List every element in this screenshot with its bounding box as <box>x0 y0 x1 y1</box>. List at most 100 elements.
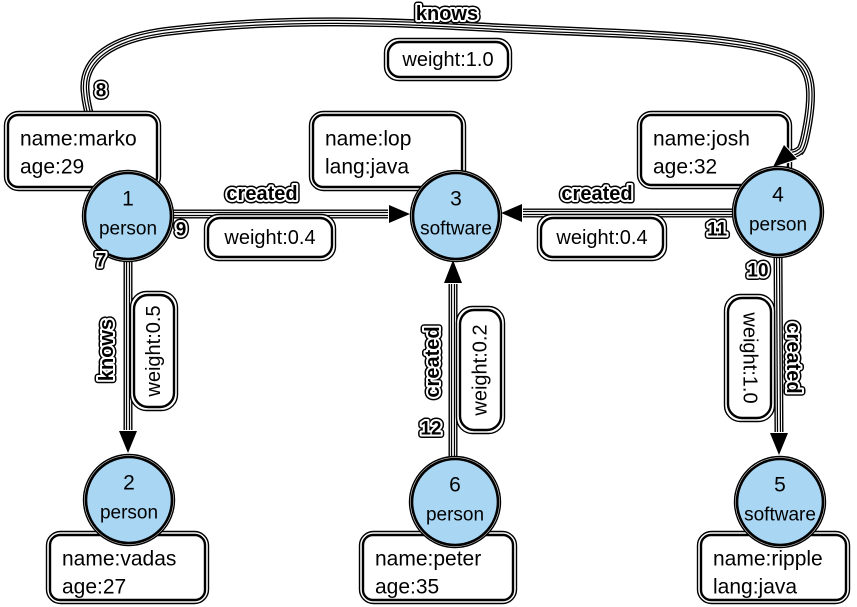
weight-edge-7: weight:0.5 <box>143 305 165 397</box>
weight-box-edge-9 <box>203 213 337 262</box>
prop-ripple-name: name:ripple <box>713 548 823 571</box>
prop-box-lop <box>308 110 467 192</box>
prop-box-ripple <box>696 530 851 605</box>
weight-box-edge-11 <box>536 213 668 262</box>
vertex-3-label: software <box>420 219 492 240</box>
svg-text:created: created <box>561 183 632 205</box>
svg-text:created: created <box>226 183 297 205</box>
vertex-5-id: 5 <box>774 474 786 497</box>
edge-labels: knows knows knows created created create… <box>93 0 808 401</box>
property-texts: name:marko age:29 name:lop lang:java nam… <box>20 128 823 599</box>
edge-11-label-created: created created created <box>558 180 636 209</box>
svg-text:knows: knows <box>416 3 478 25</box>
weight-texts: weight:1.0 weight:0.4 weight:0.4 weight:… <box>143 49 761 417</box>
weight-box-edge-7 <box>129 290 179 412</box>
svg-text:7: 7 <box>96 251 107 272</box>
vertex-4-label: person <box>749 215 807 236</box>
vertex-3-id: 3 <box>450 188 462 211</box>
svg-text:knows: knows <box>416 3 478 25</box>
svg-text:knows: knows <box>96 319 118 381</box>
vertices <box>81 165 827 549</box>
weight-box-edge-10 <box>723 293 776 423</box>
edge-10-created-line <box>778 255 779 435</box>
svg-text:created: created <box>782 322 804 393</box>
weight-edge-9: weight:0.4 <box>223 227 315 249</box>
vertex-2-label: person <box>100 503 158 524</box>
prop-lop-lang: lang:java <box>325 156 409 179</box>
vertex-6-label: person <box>426 505 484 526</box>
svg-text:knows: knows <box>96 319 118 381</box>
vertex-2 <box>82 453 176 547</box>
svg-text:created: created <box>226 183 297 205</box>
vertex-1 <box>81 169 175 263</box>
svg-text:10: 10 <box>747 261 768 282</box>
edge-id-9: 9 9 9 <box>172 216 190 244</box>
weight-boxes <box>129 37 776 435</box>
property-boxes <box>3 110 851 605</box>
prop-marko-age: age:29 <box>20 156 84 179</box>
svg-text:created: created <box>782 322 804 393</box>
svg-text:11: 11 <box>707 220 728 241</box>
svg-text:created: created <box>226 183 297 205</box>
svg-text:9: 9 <box>176 220 187 241</box>
svg-text:created: created <box>422 326 444 397</box>
edge-10-label-created: created created created <box>779 319 808 397</box>
edge-id-8: 8 8 8 <box>92 77 110 105</box>
svg-text:8: 8 <box>96 81 107 102</box>
vertex-6-id: 6 <box>449 474 461 497</box>
arrowhead-edge-12 <box>442 257 464 284</box>
edge-id-7: 7 7 7 <box>92 247 110 275</box>
vertex-3 <box>409 169 503 263</box>
edge-id-12: 12 12 12 <box>417 415 445 443</box>
edge-12-label-created: created created created <box>419 323 448 401</box>
arrowheads <box>117 143 800 458</box>
edge-7-label-knows: knows knows knows <box>93 315 122 384</box>
edge-8-label-knows: knows knows knows <box>412 0 481 29</box>
svg-text:12: 12 <box>420 419 441 440</box>
svg-text:created: created <box>422 326 444 397</box>
vertex-5-label: software <box>744 505 816 526</box>
vertex-2-id: 2 <box>123 472 135 495</box>
svg-text:knows: knows <box>416 3 478 25</box>
svg-text:11: 11 <box>707 220 728 241</box>
svg-text:10: 10 <box>747 261 768 282</box>
svg-text:7: 7 <box>96 251 107 272</box>
weight-box-edge-12 <box>455 305 506 435</box>
arrowhead-edge-9 <box>388 203 413 225</box>
vertex-6 <box>408 455 502 549</box>
svg-text:knows: knows <box>96 319 118 381</box>
prop-josh-name: name:josh <box>653 128 750 151</box>
svg-text:8: 8 <box>96 81 107 102</box>
edge-ids: 8 8 8 9 9 9 7 7 7 11 11 11 10 10 10 12 1… <box>92 77 772 443</box>
prop-box-vadas <box>45 530 210 605</box>
prop-vadas-name: name:vadas <box>62 548 176 571</box>
vertex-4-id: 4 <box>772 184 784 207</box>
prop-peter-age: age:35 <box>375 576 439 599</box>
prop-box-peter <box>358 530 518 605</box>
edge-9-label-created: created created created <box>223 180 301 209</box>
svg-text:10: 10 <box>747 261 768 282</box>
svg-text:8: 8 <box>96 81 107 102</box>
svg-text:11: 11 <box>707 220 728 241</box>
svg-text:12: 12 <box>420 419 441 440</box>
arrowhead-edge-8 <box>771 143 799 169</box>
svg-text:created: created <box>782 322 804 393</box>
arrowhead-edge-10 <box>768 432 790 458</box>
svg-text:created: created <box>422 326 444 397</box>
prop-lop-name: name:lop <box>325 128 411 151</box>
weight-edge-8: weight:1.0 <box>401 49 493 71</box>
svg-text:12: 12 <box>420 419 441 440</box>
svg-text:9: 9 <box>176 220 187 241</box>
weight-box-edge-8 <box>383 37 513 82</box>
weight-edge-10: weight:1.0 <box>739 311 761 403</box>
weight-edge-11: weight:0.4 <box>555 227 647 249</box>
prop-box-marko <box>3 110 162 192</box>
prop-ripple-lang: lang:java <box>713 576 797 599</box>
svg-text:9: 9 <box>176 220 187 241</box>
edge-id-11: 11 11 11 <box>703 216 731 244</box>
arrowhead-edge-11 <box>498 202 523 224</box>
svg-text:7: 7 <box>96 251 107 272</box>
prop-peter-name: name:peter <box>375 548 481 571</box>
prop-marko-name: name:marko <box>20 128 137 151</box>
svg-text:created: created <box>561 183 632 205</box>
